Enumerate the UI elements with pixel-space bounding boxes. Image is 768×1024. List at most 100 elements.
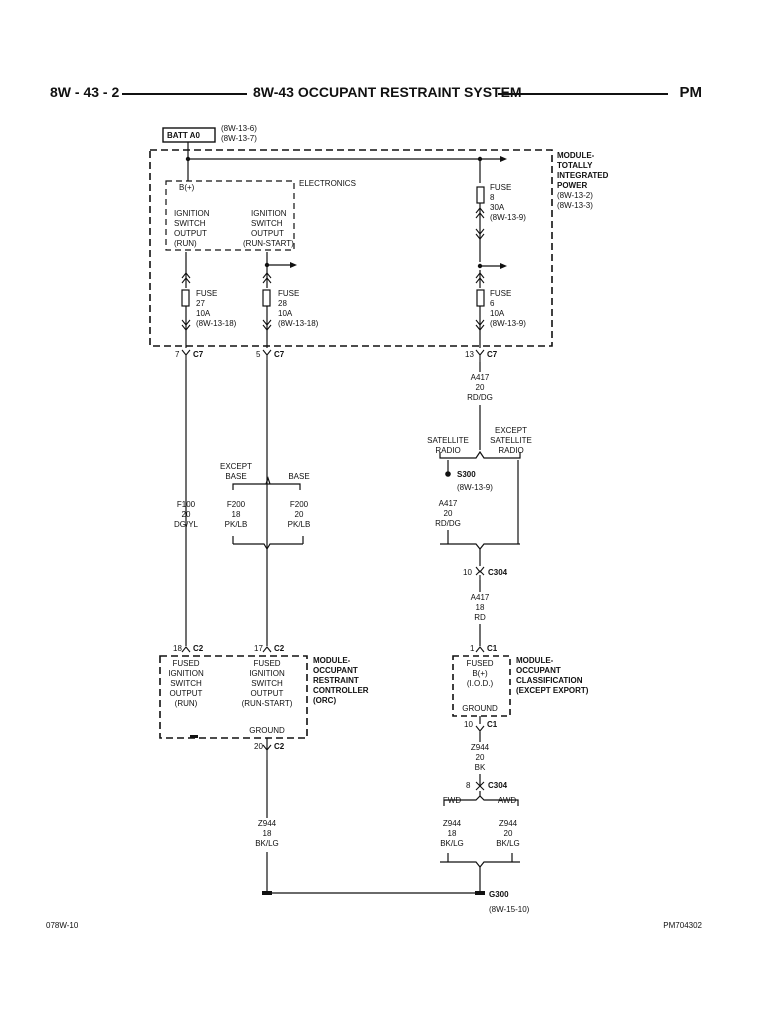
connector-chevron-icon [181, 272, 191, 284]
footer-right-code: PM704302 [663, 921, 702, 930]
svg-text:30A: 30A [490, 203, 505, 212]
pin-y-icon [475, 566, 485, 580]
svg-text:(8W-13-9): (8W-13-9) [490, 319, 526, 328]
wire-z944-left: Z944 18 BK/LG [255, 819, 279, 848]
svg-text:BK: BK [475, 763, 486, 772]
vehicle-code: PM [679, 84, 703, 101]
splice-s300-label: S300 [457, 470, 476, 479]
option-except-base: EXCEPT BASE [220, 462, 252, 481]
footer-left-code: 078W-10 [46, 921, 79, 930]
pin-y-icon [181, 646, 191, 653]
c2-conn-a: C2 [193, 644, 204, 653]
tipm-module-box [149, 149, 553, 347]
c304-pin-8: 8 [466, 781, 471, 790]
orc-module-box [159, 655, 308, 739]
pin-y-icon [475, 725, 485, 732]
svg-text:28: 28 [278, 299, 287, 308]
svg-text:20: 20 [476, 383, 485, 392]
svg-text:EXCEPT: EXCEPT [220, 462, 252, 471]
pin-y-icon [475, 781, 485, 791]
svg-text:SATELLITE: SATELLITE [427, 436, 469, 445]
connector-chevron-icon [181, 319, 191, 331]
svg-text:OUTPUT: OUTPUT [251, 689, 284, 698]
connector-chevron-icon [475, 319, 485, 331]
c2-conn-b: C2 [274, 644, 285, 653]
svg-text:BK/LG: BK/LG [496, 839, 520, 848]
svg-text:20: 20 [444, 509, 453, 518]
svg-text:SWITCH: SWITCH [251, 219, 283, 228]
svg-text:DG/YL: DG/YL [174, 520, 199, 529]
svg-text:CLASSIFICATION: CLASSIFICATION [516, 676, 583, 685]
occ-fused-bplus: FUSED B(+) (I.O.D.) [466, 659, 493, 688]
c2-pin-20: 20 [254, 742, 263, 751]
svg-text:(RUN): (RUN) [175, 699, 198, 708]
svg-text:SATELLITE: SATELLITE [490, 436, 532, 445]
c7-conn-a: C7 [193, 350, 204, 359]
batt-ref-2: (8W-13-7) [221, 134, 257, 143]
ground-icon [262, 891, 272, 895]
svg-text:SWITCH: SWITCH [170, 679, 202, 688]
svg-text:FUSE: FUSE [490, 183, 511, 192]
option-base: BASE [288, 472, 309, 481]
svg-text:F200: F200 [290, 500, 309, 509]
svg-text:(EXCEPT EXPORT): (EXCEPT EXPORT) [516, 686, 589, 695]
bplus-label: B(+) [179, 183, 195, 192]
c2-pin-17: 17 [254, 644, 263, 653]
ground-icon [190, 735, 198, 738]
svg-text:(I.O.D.): (I.O.D.) [467, 679, 494, 688]
pin-y-icon [262, 349, 272, 360]
fuse-8-symbol [476, 186, 485, 204]
splice-dot-icon [477, 263, 483, 269]
occ-name: MODULE- OCCUPANT CLASSIFICATION (EXCEPT … [516, 656, 589, 695]
wire-a417-mid: A417 20 RD/DG [435, 499, 461, 528]
svg-text:(ORC): (ORC) [313, 696, 336, 705]
connector-chevron-icon [475, 207, 485, 219]
c1-conn-a: C1 [487, 644, 498, 653]
orc-run-output: FUSED IGNITION SWITCH OUTPUT (RUN) [168, 659, 204, 708]
svg-text:BK/LG: BK/LG [255, 839, 279, 848]
wire-f100-label: F100 20 DG/YL [174, 500, 199, 529]
option-awd: AWD [498, 796, 517, 805]
fuse-6-symbol [476, 289, 485, 307]
c1-conn-g: C1 [487, 720, 498, 729]
svg-text:18: 18 [263, 829, 272, 838]
svg-text:20: 20 [182, 510, 191, 519]
svg-text:BASE: BASE [225, 472, 246, 481]
svg-text:A417: A417 [471, 593, 490, 602]
svg-text:(8W-13-18): (8W-13-18) [196, 319, 237, 328]
svg-text:IGNITION: IGNITION [168, 669, 204, 678]
wire-z944-awd: Z944 20 BK/LG [496, 819, 520, 848]
tipm-name: MODULE- TOTALLY INTEGRATED POWER (8W-13-… [557, 151, 609, 210]
svg-text:8: 8 [490, 193, 495, 202]
connector-chevron-icon [262, 272, 272, 284]
svg-text:INTEGRATED: INTEGRATED [557, 171, 609, 180]
option-except-satellite: EXCEPT SATELLITE RADIO [490, 426, 532, 455]
fuse-6-label: FUSE 6 10A (8W-13-9) [490, 289, 526, 328]
batt-label: BATT A0 [167, 131, 200, 140]
wire-a417-bottom: A417 18 RD [471, 593, 490, 622]
svg-text:18: 18 [232, 510, 241, 519]
wire-a417-top: A417 20 RD/DG [467, 373, 493, 402]
svg-text:(RUN-START): (RUN-START) [242, 699, 293, 708]
svg-text:OUTPUT: OUTPUT [170, 689, 203, 698]
splice-s300-icon [445, 471, 451, 477]
svg-text:F100: F100 [177, 500, 196, 509]
svg-text:RESTRAINT: RESTRAINT [313, 676, 359, 685]
c2-pin-18: 18 [173, 644, 182, 653]
svg-text:27: 27 [196, 299, 205, 308]
svg-text:TOTALLY: TOTALLY [557, 161, 593, 170]
svg-text:RD/DG: RD/DG [435, 519, 461, 528]
header-rule-left [122, 93, 247, 95]
svg-text:Z944: Z944 [471, 743, 490, 752]
orc-name: MODULE- OCCUPANT RESTRAINT CONTROLLER (O… [313, 656, 369, 705]
svg-text:A417: A417 [439, 499, 458, 508]
orc-runstart-output: FUSED IGNITION SWITCH OUTPUT (RUN-START) [242, 659, 293, 708]
svg-text:SWITCH: SWITCH [174, 219, 206, 228]
svg-text:6: 6 [490, 299, 495, 308]
svg-text:RADIO: RADIO [435, 446, 460, 455]
svg-text:10A: 10A [196, 309, 211, 318]
svg-text:(8W-13-2): (8W-13-2) [557, 191, 593, 200]
svg-text:EXCEPT: EXCEPT [495, 426, 527, 435]
svg-text:F200: F200 [227, 500, 246, 509]
c2-conn-g: C2 [274, 742, 285, 751]
